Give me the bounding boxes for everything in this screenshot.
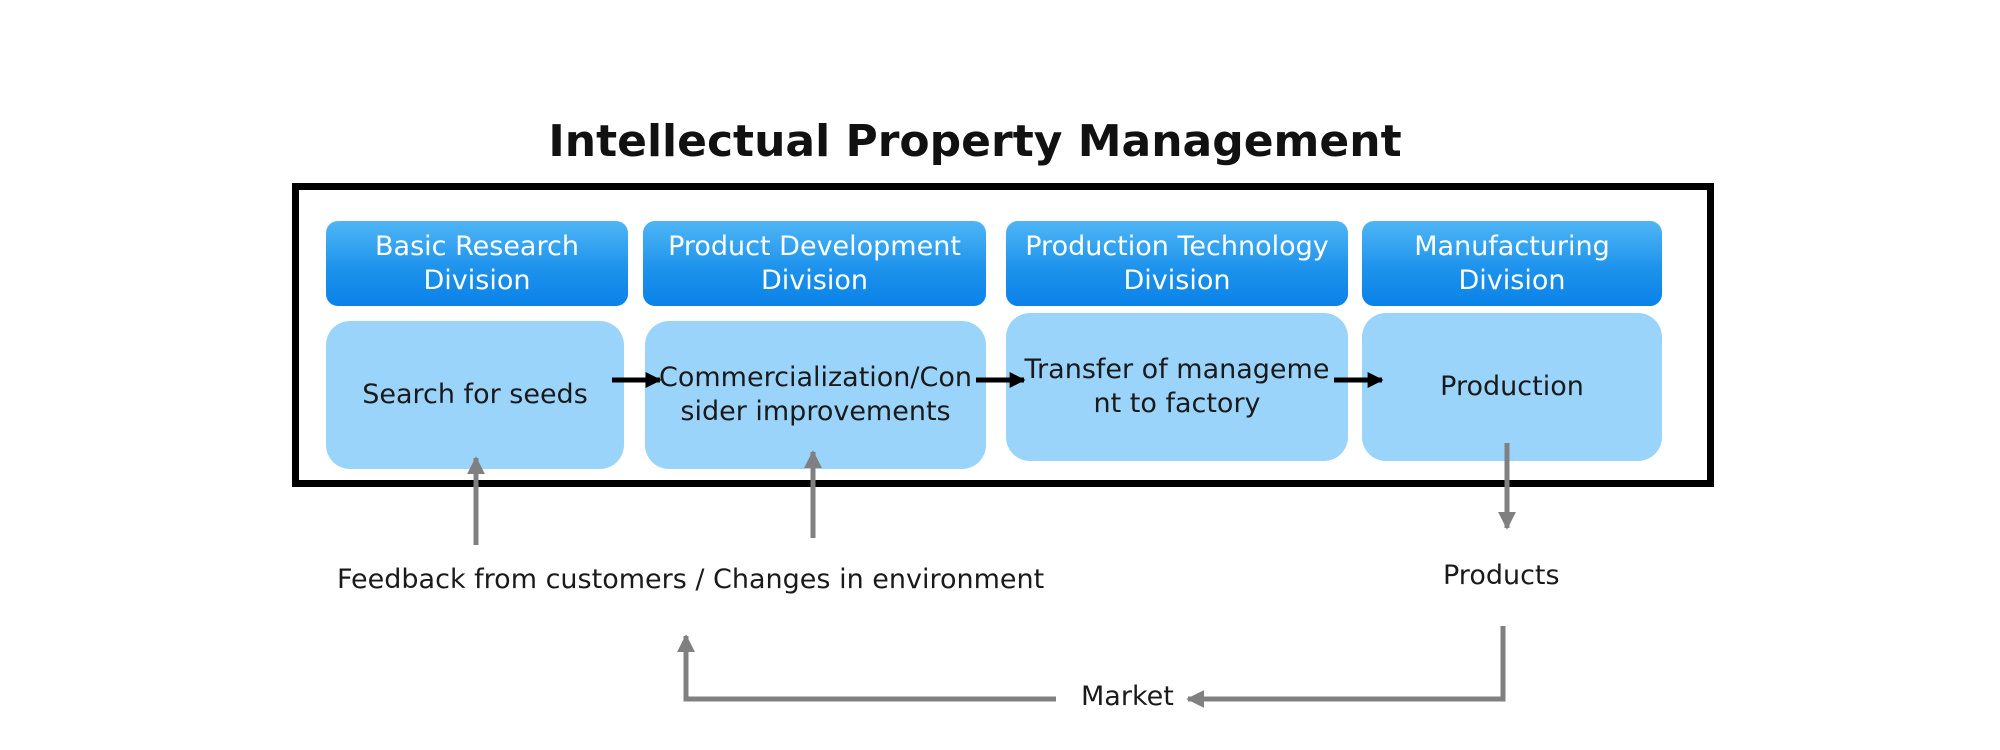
activity-commercialization: Commercialization/Consider improvements [645,321,986,469]
ip-management-frame [292,183,1714,487]
arrow-market-to-feedback [677,634,1056,702]
products-label: Products [1443,560,1560,591]
division-product-development: Product Development Division [643,221,986,306]
activity-search-for-seeds: Search for seeds [326,321,624,469]
market-label: Market [1081,681,1174,712]
division-manufacturing: Manufacturing Division [1362,221,1662,306]
feedback-label: Feedback from customers / Changes in env… [337,564,1045,595]
arrow-products-to-market [1186,626,1506,708]
division-basic-research: Basic Research Division [326,221,628,306]
activity-production: Production [1362,313,1662,461]
activity-transfer-to-factory: Transfer of management to factory [1006,313,1348,461]
diagram-title: Intellectual Property Management [548,116,1402,167]
division-production-technology: Production Technology Division [1006,221,1348,306]
